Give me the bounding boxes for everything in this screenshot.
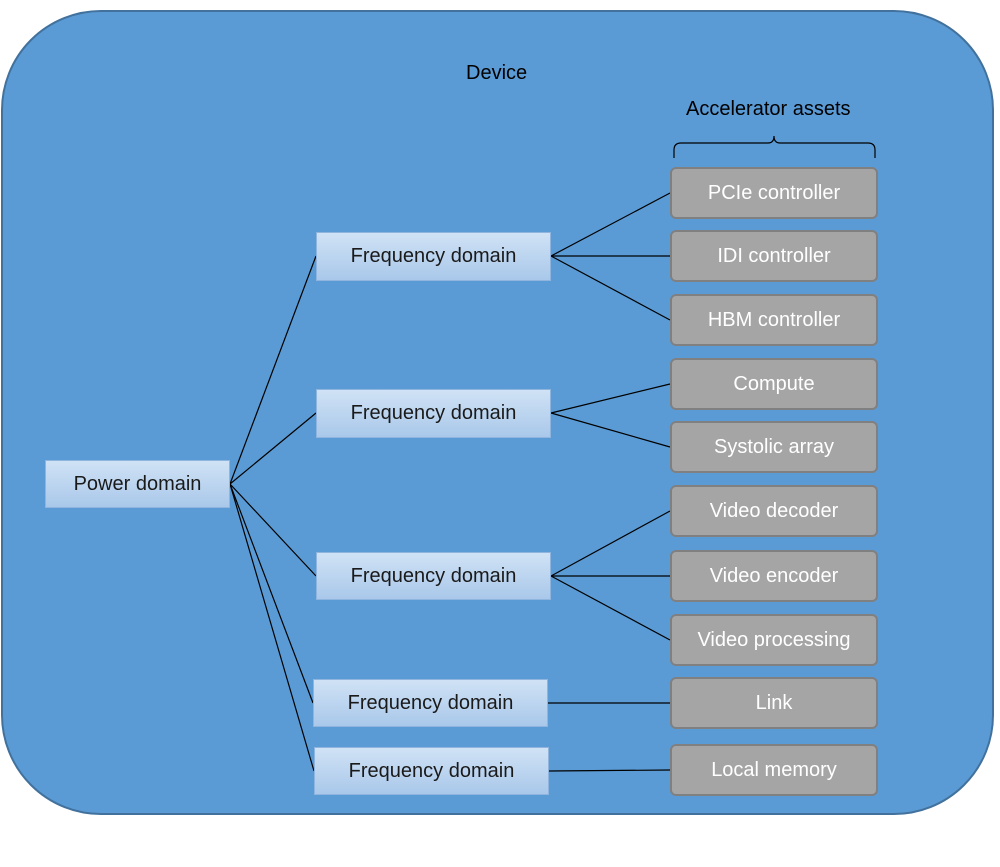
power-domain-label: Power domain: [73, 472, 202, 495]
asset-link: Link: [670, 677, 878, 729]
frequency-domain-box-4: Frequency domain: [313, 679, 548, 727]
asset-label: IDI controller: [717, 244, 831, 267]
frequency-domain-label: Frequency domain: [350, 564, 517, 587]
asset-label: PCIe controller: [707, 181, 841, 204]
asset-label: Video processing: [697, 628, 851, 651]
asset-systolic-array: Systolic array: [670, 421, 878, 473]
asset-pcie-controller: PCIe controller: [670, 167, 878, 219]
asset-label: Video decoder: [709, 499, 839, 522]
asset-local-memory: Local memory: [670, 744, 878, 796]
asset-label: Compute: [733, 372, 815, 395]
frequency-domain-label: Frequency domain: [350, 402, 517, 424]
accelerator-assets-title: Accelerator assets: [686, 98, 851, 120]
asset-video-encoder: Video encoder: [670, 550, 878, 602]
asset-label: Systolic array: [713, 435, 835, 458]
frequency-domain-label: Frequency domain: [348, 759, 515, 782]
asset-idi-controller: IDI controller: [670, 230, 878, 282]
asset-label: Video encoder: [709, 564, 839, 587]
frequency-domain-box-1: Frequency domain: [316, 232, 551, 281]
asset-video-processing: Video processing: [670, 614, 878, 666]
asset-compute: Compute: [670, 358, 878, 410]
frequency-domain-label: Frequency domain: [347, 691, 514, 714]
frequency-domain-box-2: Frequency domain: [316, 389, 551, 438]
frequency-domain-label: Frequency domain: [350, 245, 517, 267]
asset-hbm-controller: HBM controller: [670, 294, 878, 346]
asset-label: Link: [755, 691, 793, 714]
asset-video-decoder: Video decoder: [670, 485, 878, 537]
power-domain-box: Power domain: [45, 460, 230, 508]
asset-label: Local memory: [711, 758, 837, 781]
frequency-domain-box-5: Frequency domain: [314, 747, 549, 795]
frequency-domain-box-3: Frequency domain: [316, 552, 551, 600]
asset-label: HBM controller: [707, 308, 841, 331]
device-title: Device: [466, 62, 528, 84]
